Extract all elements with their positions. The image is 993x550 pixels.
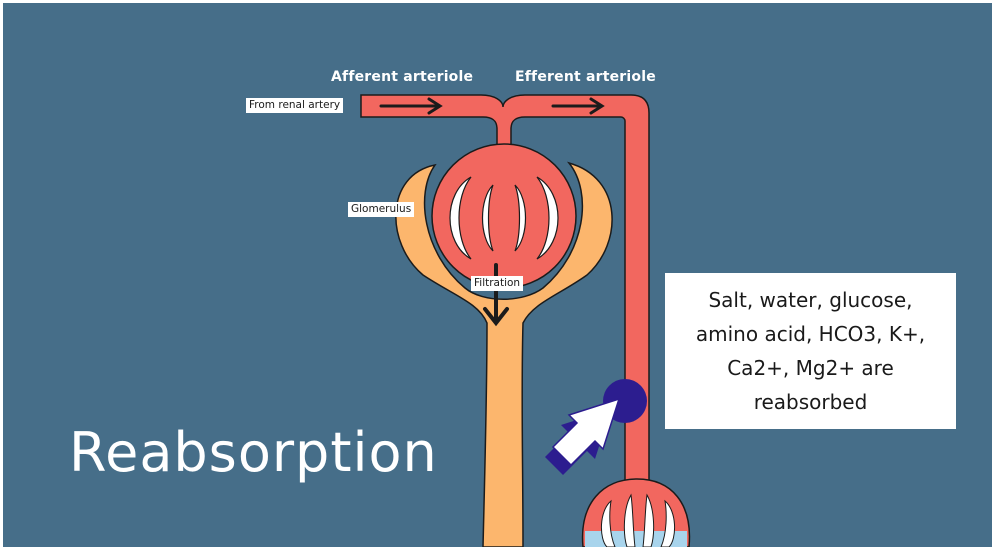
reabsorbed-substances-box: Salt, water, glucose, amino acid, HCO3, … — [665, 273, 956, 429]
nephron-diagram: Afferent arteriole Efferent arteriole Fr… — [3, 3, 992, 547]
efferent-arteriole-label: Efferent arteriole — [515, 69, 656, 85]
reabsorbed-substances-text: Salt, water, glucose, amino acid, HCO3, … — [675, 283, 946, 419]
slide-title: Reabsorption — [69, 421, 438, 484]
filtration-label: Filtration — [471, 276, 523, 291]
afferent-arteriole-label: Afferent arteriole — [331, 69, 473, 85]
glomerulus-label: Glomerulus — [348, 202, 414, 217]
pointer-arrow-icon — [545, 399, 619, 475]
from-renal-artery-label: From renal artery — [246, 98, 343, 113]
